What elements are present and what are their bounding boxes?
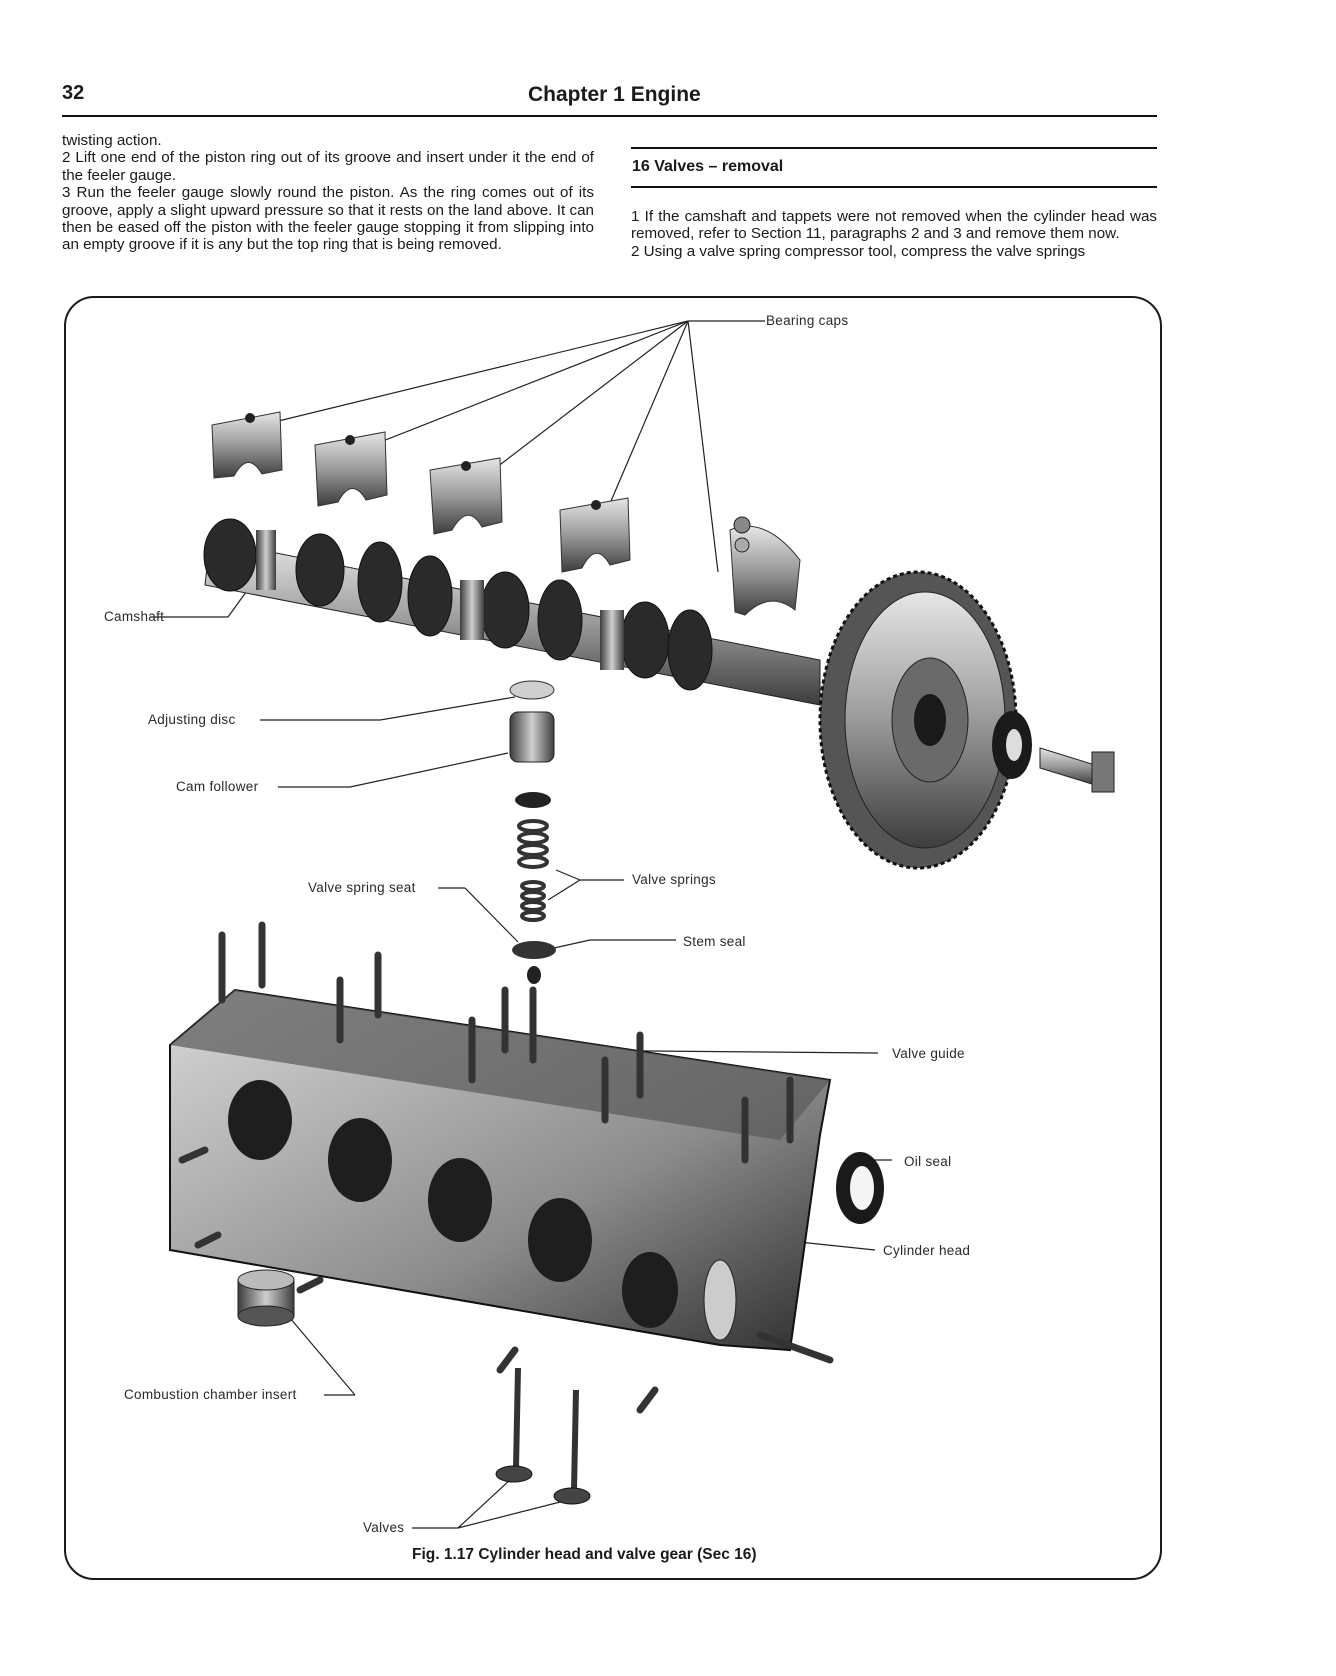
figure-frame bbox=[64, 296, 1162, 1580]
valves bbox=[495, 1367, 591, 1505]
label-bearing-caps: Bearing caps bbox=[766, 313, 849, 328]
section-rule-bottom bbox=[631, 186, 1157, 188]
combustion-chamber-insert bbox=[237, 1269, 295, 1327]
label-valve-guide: Valve guide bbox=[892, 1046, 965, 1061]
label-oil-seal: Oil seal bbox=[904, 1154, 952, 1169]
paragraph: 2 Using a valve spring compressor tool, … bbox=[631, 242, 1086, 260]
label-stem-seal: Stem seal bbox=[683, 934, 746, 949]
oil-seal bbox=[836, 1152, 884, 1224]
label-valve-springs: Valve springs bbox=[632, 872, 716, 887]
section-heading: 16 Valves – removal bbox=[632, 158, 784, 175]
pulley-seal-and-bolt bbox=[992, 711, 1115, 793]
label-camshaft: Camshaft bbox=[104, 609, 165, 624]
figure-caption: Fig. 1.17 Cylinder head and valve gear (… bbox=[412, 1546, 757, 1563]
label-combustion-chamber-insert: Combustion chamber insert bbox=[124, 1387, 297, 1402]
page-number: 32 bbox=[62, 82, 85, 104]
chapter-title: Chapter 1 Engine bbox=[528, 83, 701, 106]
section-rule-top bbox=[631, 147, 1157, 149]
label-valves: Valves bbox=[363, 1520, 405, 1535]
paragraph: 2 Lift one end of the piston ring out of… bbox=[62, 149, 594, 184]
header-rule bbox=[62, 115, 1157, 117]
label-cylinder-head: Cylinder head bbox=[883, 1243, 971, 1258]
timing-pulley bbox=[818, 570, 1018, 870]
leader-lines bbox=[150, 320, 892, 1529]
valve-gear-stack bbox=[509, 680, 556, 984]
right-column: 1 If the camshaft and tappets were not r… bbox=[631, 208, 1157, 260]
label-valve-spring-seat: Valve spring seat bbox=[308, 880, 416, 895]
camshaft bbox=[203, 518, 821, 706]
paragraph: twisting action. bbox=[62, 132, 162, 149]
label-cam-follower: Cam follower bbox=[176, 779, 259, 794]
left-column: twisting action. 2 Lift one end of the p… bbox=[62, 132, 594, 254]
cylinder-head-block bbox=[169, 921, 834, 1414]
paragraph: 1 If the camshaft and tappets were not r… bbox=[631, 208, 1157, 243]
bearing-caps bbox=[211, 411, 801, 616]
label-adjusting-disc: Adjusting disc bbox=[148, 712, 236, 727]
paragraph: 3 Run the feeler gauge slowly round the … bbox=[62, 184, 594, 254]
